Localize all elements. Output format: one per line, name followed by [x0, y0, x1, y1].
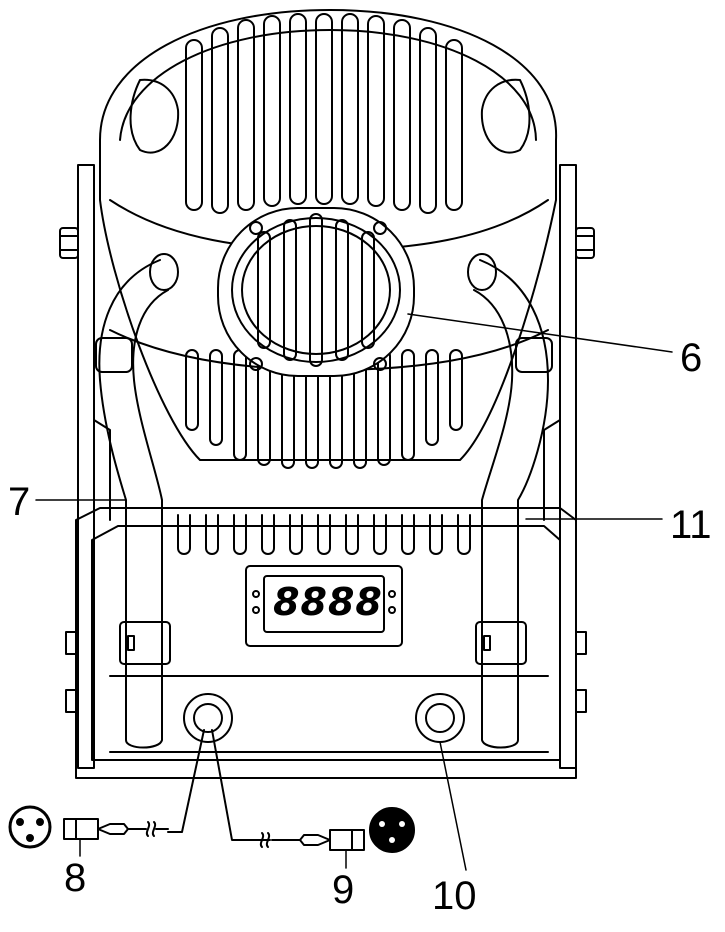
fuse-holder [415, 693, 465, 743]
yoke-arm-right [467, 253, 553, 749]
base-housing [65, 507, 587, 779]
fan-cover [217, 207, 415, 377]
callout-9-label: 9 [332, 868, 355, 912]
dmx-input-connector [8, 805, 169, 849]
callout-6-label: 6 [680, 336, 703, 380]
display-readout: 8888 [273, 580, 383, 624]
dmx-cables [167, 729, 269, 841]
display-panel [245, 565, 403, 647]
power-cable-gland [183, 693, 233, 743]
head-housing [99, 9, 558, 461]
tilt-lock-knob-right [575, 227, 595, 259]
callout-11-label: 11 [670, 503, 712, 547]
callout-10-label: 10 [432, 874, 477, 918]
leader-lines [35, 313, 673, 871]
dmx-output-connector [259, 807, 415, 853]
tilt-lock-knob-left [59, 227, 79, 259]
callout-7-label: 7 [8, 480, 31, 524]
heat-sink-fins-upper [185, 13, 463, 214]
yoke-arm-left [95, 253, 179, 749]
callout-8-label: 8 [64, 856, 87, 900]
